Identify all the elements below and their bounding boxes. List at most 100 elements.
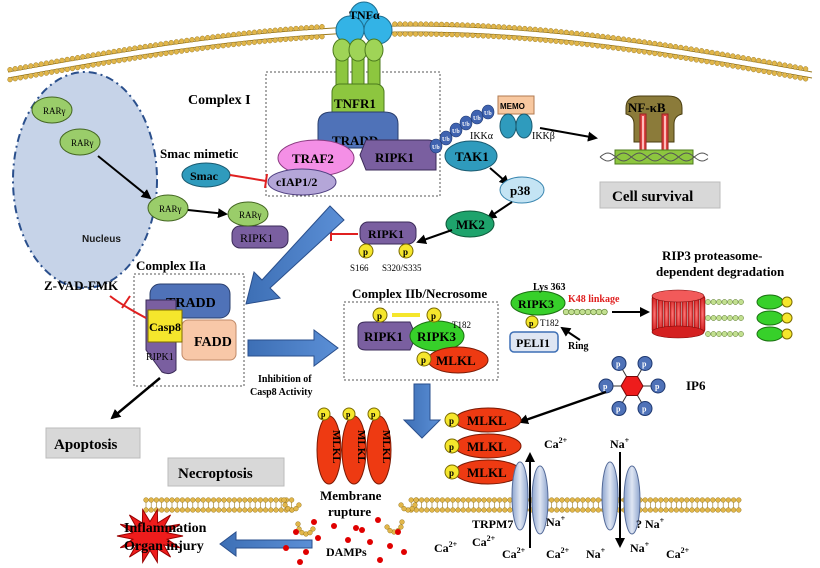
svg-text:p: p [616,359,621,368]
ripk3-necrosome: RIPK3 p T182 [409,307,471,352]
rarg-nuclear-2: RARγ [59,128,101,156]
ripk3-ubiquitinated: RIPK3 p T182 Lys 363 K48 linkage [510,282,620,329]
arrow-rarg-to-ripk1 [187,208,228,219]
proteasome [651,289,706,339]
svg-text:TRADD: TRADD [166,296,216,311]
svg-text:p: p [431,311,436,321]
ion-labels: Ca2+ Na+ TRPM7 Ca2+ Ca2+ Ca2+ Na+ Ca2+ N… [434,436,690,561]
rip3-deg-label-1: RIP3 proteasome- [662,248,763,263]
svg-text:RIPK1: RIPK1 [375,150,414,165]
nfkb-label: NF-κB [628,100,666,115]
rarg-cyto-1: RARγ [147,194,189,222]
svg-text:MLKL: MLKL [330,430,342,464]
svg-text:RIPK3: RIPK3 [417,329,457,344]
svg-text:RARγ: RARγ [43,106,66,116]
inhibition-label-1: Inhibition of [258,374,312,385]
svg-text:cIAP1/2: cIAP1/2 [276,175,317,189]
damps-label: DAMPs [326,545,367,559]
traf2: TRAF2 [277,139,355,177]
svg-text:FADD: FADD [194,335,232,350]
ikka-label: IKKα [470,131,494,142]
svg-text:p: p [371,410,376,419]
inhibit-smac-ciap [229,173,268,189]
casp8: Casp8 [147,309,183,343]
svg-text:Ca2+: Ca2+ [666,546,690,561]
trpm7-channel [511,452,549,548]
svg-text:Ub: Ub [432,145,440,151]
svg-text:Na+: Na+ [546,514,566,529]
complex-2b-label: Complex IIb/Necrosome [352,286,487,301]
necroptosis-box: Necroptosis [167,457,285,487]
arrow-damps-to-inflammation [219,531,313,557]
lys363-label: Lys 363 [533,282,566,293]
rarg-ripk1-complex: RIPK1 RARγ [227,201,289,249]
svg-text:Ca2+: Ca2+ [472,534,496,549]
svg-text:Na+: Na+ [586,546,606,561]
svg-text:MLKL: MLKL [355,430,367,464]
ikkb-label: IKKβ [532,131,555,142]
arrow-mk2-to-ripk1 [416,229,453,245]
svg-text:p: p [363,247,368,257]
svg-text:p: p [449,416,454,426]
svg-text:p: p [529,319,534,328]
svg-text:Ca2+: Ca2+ [434,540,458,555]
mk2: MK2 [445,210,495,238]
svg-text:RARγ: RARγ [159,204,182,214]
svg-text:Ub: Ub [452,129,460,135]
ikk-complex: MEMO IKKα IKKβ [470,95,555,142]
tnfr1-label: TNFR1 [334,96,376,111]
svg-text:RIPK3: RIPK3 [518,297,554,311]
plasma-membrane-bottom [143,497,742,537]
svg-text:p: p [642,359,647,368]
arrow-to-apoptosis [110,377,161,420]
tnfr1-receptor: TNFR1 [331,38,385,123]
complex-1-box [265,71,441,197]
svg-text:T182: T182 [452,320,471,330]
p38: p38 [499,176,545,204]
arrow-complex1-to-complex2a [245,205,345,305]
ciap12: cIAP1/2 [267,168,337,196]
inflammation-label-2: Organ injury [124,539,204,554]
inflammation-label-1: Inflammation [124,521,207,536]
zvad-label: Z-VAD-FMK [44,278,119,293]
k48-label: K48 linkage [568,294,620,305]
ripk1-phosphorylated: RIPK1 p p S166 S320/S335 [350,221,422,273]
svg-text:Ca2+: Ca2+ [546,546,570,561]
svg-text:TRAF2: TRAF2 [292,151,334,166]
svg-text:Na+: Na+ [630,540,650,555]
svg-text:RARγ: RARγ [239,210,262,220]
svg-text:MLKL: MLKL [436,353,476,368]
complex-1-label: Complex I [188,93,251,108]
svg-text:Na+: Na+ [610,436,630,451]
svg-text:Ca2+: Ca2+ [544,436,568,451]
nucleus-label: Nucleus [82,234,121,245]
svg-text:T182: T182 [540,318,559,328]
inhibition-label-2: Casp8 Activity [250,387,313,398]
membrane-rupture-label-1: Membrane [320,488,382,503]
arrow-ip6-to-mlkl [518,390,607,425]
svg-text:p: p [655,382,660,391]
svg-text:PELI1: PELI1 [516,336,550,350]
svg-text:p: p [449,442,454,452]
s166-label: S166 [350,263,369,273]
cell-survival-box: Cell survival [599,181,721,209]
svg-text:p: p [449,468,454,478]
peli1: PELI1 Ring [509,326,589,353]
svg-text:MLKL: MLKL [467,413,507,428]
complex-2a-box [133,273,245,387]
svg-text:p: p [616,405,621,414]
dna-strand [599,152,709,162]
complex-2a-label: Complex IIa [136,258,206,273]
inhibit-ripk1-phospho [330,227,358,241]
mlkl-necrosome: MLKL p [416,346,489,374]
svg-text:p38: p38 [510,183,531,198]
svg-text:p: p [377,311,382,321]
nucleus: Nucleus RARγ RARγ [12,71,158,289]
arrow-complex2a-to-complex2b [247,329,339,367]
svg-text:MLKL: MLKL [467,465,507,480]
arrow-nuclear-export [97,155,152,200]
